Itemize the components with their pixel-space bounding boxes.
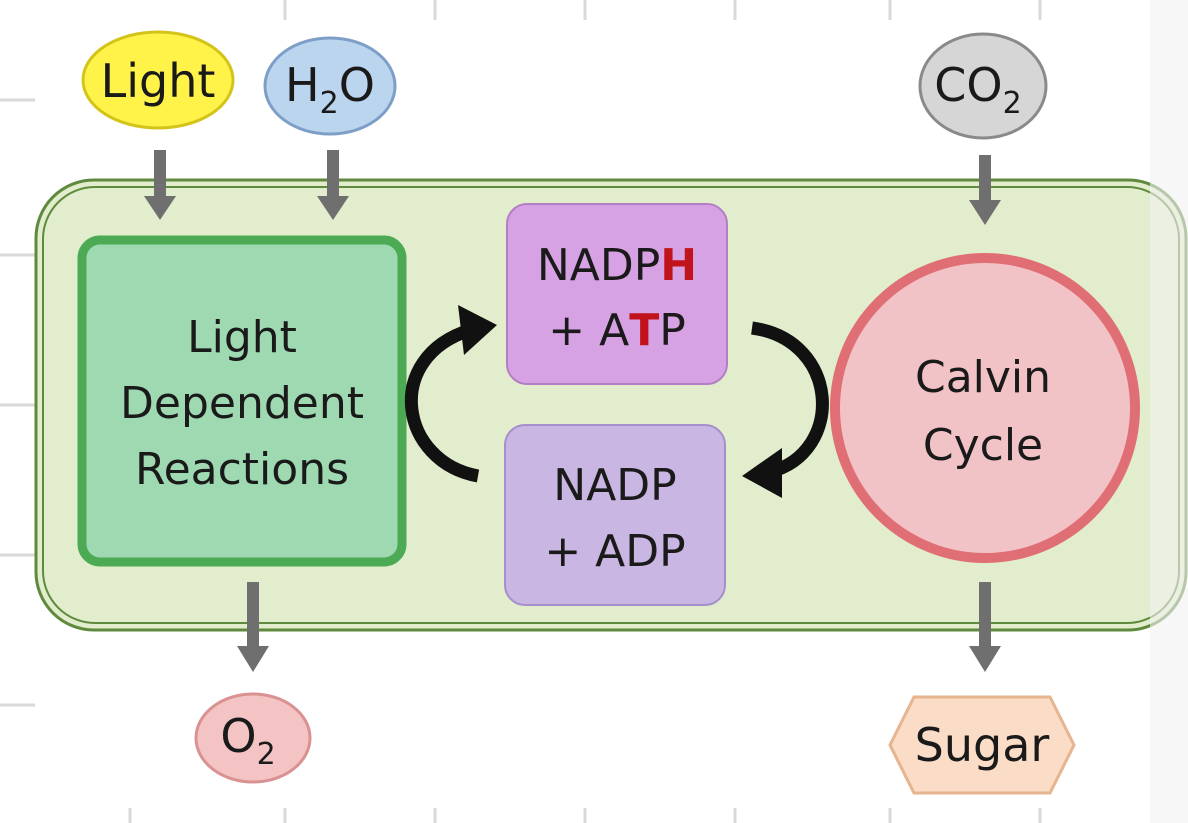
- ldr-line-1: Light: [187, 312, 297, 363]
- arrow-light-down: [144, 150, 176, 220]
- oxygen-subscript: 2: [257, 737, 276, 772]
- co2-ellipse: [918, 32, 1048, 140]
- calvin-line-2: Cycle: [923, 420, 1043, 471]
- water-o: O: [339, 58, 375, 112]
- co2-input: CO2: [918, 32, 1048, 140]
- arrow-co2-down: [969, 155, 1001, 225]
- arrow-oxygen-down: [237, 582, 269, 672]
- water-h: H: [285, 58, 320, 112]
- co2-base: CO: [934, 58, 1002, 112]
- nadp-adp-box: NADP + ADP: [504, 424, 726, 606]
- right-cycle-arrow: [742, 321, 829, 498]
- arrow-sugar-down: [969, 582, 1001, 672]
- right-fade: [1150, 0, 1188, 823]
- sugar-output: Sugar: [888, 695, 1076, 795]
- right-arrowhead: [742, 448, 782, 498]
- light-ellipse: [81, 30, 235, 130]
- calvin-circle: [830, 253, 1140, 563]
- left-arrowhead: [458, 305, 497, 355]
- oxygen-base: O: [220, 709, 256, 763]
- background-grid: [0, 0, 1042, 823]
- calvin-line-1: Calvin: [915, 352, 1051, 403]
- atp-p: P: [659, 305, 686, 356]
- sugar-label: Sugar: [915, 718, 1050, 772]
- nadp-line-1: NADP: [553, 460, 676, 511]
- light-label: Light: [101, 54, 216, 108]
- atp-t-highlight: T: [629, 305, 659, 356]
- calvin-cycle: Calvin Cycle: [830, 253, 1140, 563]
- oxygen-ellipse: [194, 692, 312, 784]
- oxygen-output: O2: [194, 692, 312, 784]
- co2-label: CO2: [934, 58, 1021, 121]
- oxygen-label: O2: [220, 709, 275, 772]
- nadp-text: NADP: [537, 240, 660, 291]
- arrow-water-down: [317, 150, 349, 220]
- nadp-box: [504, 424, 726, 606]
- nadph-line-1: NADPH: [537, 240, 697, 291]
- water-label: H2O: [285, 58, 375, 121]
- ldr-box: [77, 235, 407, 567]
- nadph-atp-box: NADPH + ATP: [506, 203, 728, 385]
- light-dependent-reactions: Light Dependent Reactions: [77, 235, 407, 567]
- nadph-h-highlight: H: [660, 240, 697, 291]
- ldr-line-2: Dependent: [120, 378, 364, 429]
- nadp-line-2: + ADP: [544, 526, 685, 577]
- water-subscript: 2: [320, 86, 339, 121]
- water-input: H2O: [263, 36, 397, 136]
- ldr-line-3: Reactions: [135, 444, 349, 495]
- gray-arrows: [144, 150, 1001, 672]
- water-ellipse: [263, 36, 397, 136]
- left-cycle-arrow: [404, 305, 497, 483]
- nadph-box: [506, 203, 728, 385]
- co2-subscript: 2: [1003, 86, 1022, 121]
- light-input: Light: [81, 30, 235, 130]
- sugar-hexagon: [888, 695, 1076, 795]
- nadph-line-2: + ATP: [548, 305, 686, 356]
- atp-a: + A: [548, 305, 629, 356]
